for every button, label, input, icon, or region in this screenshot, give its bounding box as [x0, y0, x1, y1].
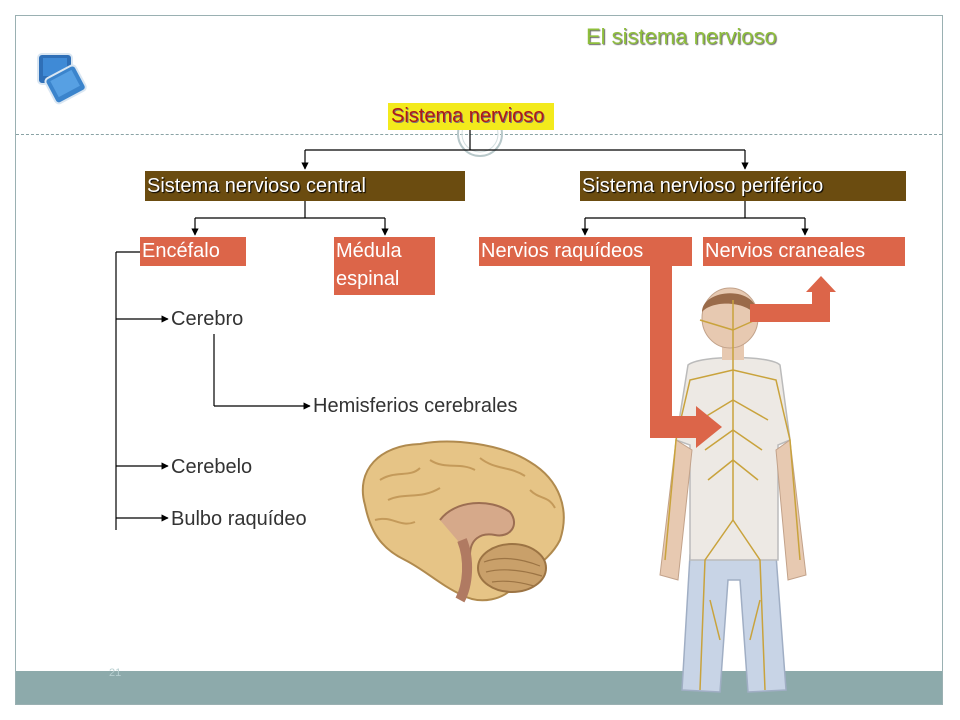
- cerebellum-label: Cerebelo: [171, 456, 253, 478]
- cranial-nerves-node: Nervios craneales: [703, 237, 905, 266]
- peripheral-nervous-system-node: Sistema nervioso periférico: [580, 171, 906, 201]
- spinal-cord-node: Médula espinal: [334, 237, 435, 295]
- central-nervous-system-node: Sistema nervioso central: [145, 171, 465, 201]
- cerebrum-label: Cerebro: [171, 308, 244, 330]
- spinal-nerves-node: Nervios raquídeos: [479, 237, 692, 266]
- hemispheres-label: Hemisferios cerebrales: [313, 395, 518, 417]
- encephalon-node: Encéfalo: [140, 237, 246, 266]
- slide-frame: [15, 15, 943, 705]
- slide-title: El sistema nervioso: [586, 24, 777, 49]
- medulla-oblongata-label: Bulbo raquídeo: [171, 508, 307, 530]
- root-node: Sistema nervioso: [388, 103, 554, 130]
- footer-band: [16, 671, 942, 704]
- page-number: 21: [109, 667, 122, 679]
- header-divider: [16, 134, 942, 135]
